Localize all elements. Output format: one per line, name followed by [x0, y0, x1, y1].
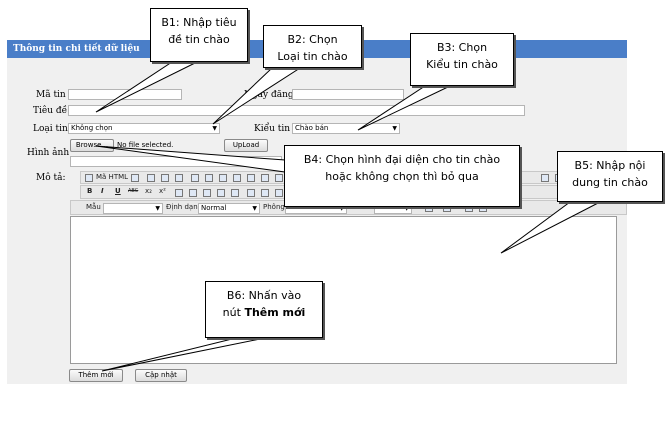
- loai-tin-label: Loại tin: [33, 124, 68, 134]
- callout-b6-bold: Thêm mới: [244, 306, 306, 319]
- mau-select[interactable]: ▼: [103, 203, 163, 214]
- callout-b4-line2: hoặc không chọn thì bỏ qua: [325, 170, 479, 183]
- ma-html-button[interactable]: Mã HTML: [96, 173, 129, 181]
- align-left-icon[interactable]: [247, 189, 255, 197]
- tieu-de-label: Tiêu đề: [33, 106, 68, 116]
- kieu-tin-label: Kiểu tin: [254, 124, 291, 134]
- callout-b5-line1: B5: Nhập nội: [574, 159, 646, 172]
- redo-icon[interactable]: [275, 174, 283, 182]
- callout-b1-line2: đề tin chào: [168, 33, 230, 46]
- print-icon[interactable]: [175, 174, 183, 182]
- kieu-tin-value: Chào bán: [295, 124, 329, 132]
- preview-icon[interactable]: [131, 174, 139, 182]
- callout-b6-prefix: nút: [222, 306, 245, 319]
- callout-b1: B1: Nhập tiêu đề tin chào: [150, 8, 248, 62]
- numbered-list-icon[interactable]: [175, 189, 183, 197]
- source-icon[interactable]: [85, 174, 93, 182]
- superscript-button[interactable]: x²: [159, 187, 166, 195]
- dinh-dang-label: Định dạng: [166, 203, 203, 211]
- ma-tin-label: Mã tin: [36, 90, 66, 100]
- bold-button[interactable]: B: [87, 187, 93, 195]
- b6-pointer: [101, 337, 266, 372]
- new-page-icon[interactable]: [161, 174, 169, 182]
- b4-pointer: [95, 145, 286, 173]
- bullet-list-icon[interactable]: [189, 189, 197, 197]
- callout-b6-line2: nút Thêm mới: [206, 304, 322, 321]
- ngay-dang-label: Ngày đăng: [244, 90, 294, 100]
- chevron-down-icon: ▼: [404, 205, 409, 212]
- hinh-anh-label: Hình ảnh: [27, 148, 70, 158]
- upload-button[interactable]: UpLoad: [224, 139, 268, 152]
- ngay-dang-input[interactable]: [292, 89, 404, 100]
- paste-text-icon[interactable]: [233, 174, 241, 182]
- blockquote-icon[interactable]: [231, 189, 239, 197]
- b3-pointer: [357, 85, 451, 131]
- cut-icon[interactable]: [191, 174, 199, 182]
- save-icon[interactable]: [147, 174, 155, 182]
- strike-button[interactable]: ABC: [128, 188, 139, 194]
- subscript-button[interactable]: x₂: [145, 187, 152, 195]
- co-chu-label: Cỡ chữ: [349, 203, 374, 211]
- image-icon[interactable]: [541, 174, 549, 182]
- callout-b3-line2: Kiểu tin chào: [426, 58, 498, 71]
- tieu-de-input[interactable]: [68, 105, 525, 116]
- callout-b2: B2: Chọn Loại tin chào: [263, 25, 362, 68]
- chevron-down-icon: ▼: [155, 205, 160, 212]
- loai-tin-value: Không chọn: [71, 124, 113, 132]
- callout-b5: B5: Nhập nội dung tin chào: [557, 151, 663, 202]
- paste-word-icon[interactable]: [247, 174, 255, 182]
- browse-button[interactable]: Browse...: [70, 139, 114, 152]
- callout-b1-line1: B1: Nhập tiêu: [161, 16, 237, 29]
- indent-icon[interactable]: [217, 189, 225, 197]
- chevron-down-icon: ▼: [212, 125, 217, 132]
- chevron-down-icon: ▼: [392, 125, 397, 132]
- callout-b4: B4: Chọn hình đại diện cho tin chào hoặc…: [284, 145, 520, 207]
- copy-icon[interactable]: [205, 174, 213, 182]
- callout-b3: B3: Chọn Kiểu tin chào: [410, 33, 514, 86]
- b1-pointer: [95, 61, 198, 113]
- paste-icon[interactable]: [219, 174, 227, 182]
- italic-button[interactable]: I: [101, 187, 104, 195]
- callout-b3-line1: B3: Chọn: [436, 41, 488, 54]
- callout-b6: B6: Nhấn vào nút Thêm mới: [205, 281, 323, 338]
- kieu-tin-select[interactable]: Chào bán ▼: [292, 123, 400, 134]
- loai-tin-select[interactable]: Không chọn ▼: [68, 123, 220, 134]
- underline-button[interactable]: U: [115, 187, 121, 195]
- align-right-icon[interactable]: [275, 189, 283, 197]
- them-moi-button[interactable]: Thêm mới: [69, 369, 123, 382]
- undo-icon[interactable]: [261, 174, 269, 182]
- b5-pointer: [500, 201, 601, 254]
- chevron-down-icon: ▼: [252, 205, 257, 212]
- b2-pointer: [212, 67, 302, 125]
- dinh-dang-value: Normal: [201, 204, 227, 212]
- dinh-dang-select[interactable]: Normal ▼: [198, 203, 260, 214]
- mau-label: Mẫu: [86, 203, 101, 211]
- file-status-text: No file selected.: [117, 141, 174, 149]
- callout-b2-line2: Loại tin chào: [277, 50, 348, 63]
- outdent-icon[interactable]: [203, 189, 211, 197]
- callout-b5-line2: dung tin chào: [572, 176, 648, 189]
- mo-ta-label: Mô tả:: [36, 173, 66, 183]
- callout-b4-line1: B4: Chọn hình đại diện cho tin chào: [303, 153, 501, 166]
- callout-b6-line1: B6: Nhấn vào: [226, 289, 302, 302]
- callout-b2-line1: B2: Chọn: [287, 33, 338, 46]
- phong-label: Phông: [263, 203, 285, 211]
- chevron-down-icon: ▼: [339, 205, 344, 212]
- cap-nhat-button[interactable]: Cập nhật: [135, 369, 187, 382]
- align-center-icon[interactable]: [261, 189, 269, 197]
